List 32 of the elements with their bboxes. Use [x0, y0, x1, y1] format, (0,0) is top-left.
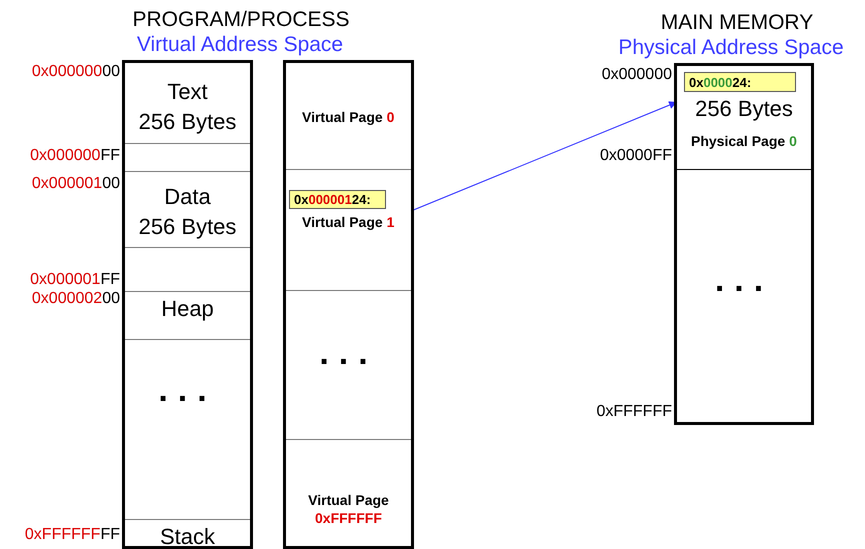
- address-label: 0xFFFFFF: [596, 403, 672, 421]
- page-label: Virtual Page: [308, 491, 389, 510]
- ellipsis: ...: [158, 380, 217, 400]
- address-label: 0x000000: [602, 66, 672, 84]
- address-label: 0x000000FF: [30, 147, 120, 165]
- page-label: Physical Page 0: [690, 133, 798, 150]
- address-label: 0x00000100: [32, 175, 120, 193]
- segment-label: Stack: [160, 523, 216, 549]
- segment-label: Heap: [161, 295, 214, 323]
- segment-label: 256 Bytes: [138, 213, 236, 241]
- page-number: 0xFFFFFF: [314, 510, 382, 527]
- address-box: [289, 190, 386, 209]
- segment-label: 256 Bytes: [138, 108, 236, 136]
- heading: MAIN MEMORY: [660, 11, 814, 35]
- heading: PROGRAM/PROCESS: [132, 8, 350, 32]
- address-label: 0x00000200: [32, 290, 120, 308]
- address-label: 0x00000124:: [294, 192, 372, 207]
- ellipsis: ...: [319, 343, 378, 363]
- page-label: Virtual Page 1: [302, 214, 396, 231]
- address-label: 0x0000FF: [600, 147, 672, 165]
- segment-label: Text: [167, 78, 208, 106]
- address-label: 0x000024:: [689, 74, 753, 90]
- address-label: 0x00000000: [32, 63, 120, 81]
- subheading: Physical Address Space: [618, 36, 844, 60]
- address-box: [684, 72, 796, 92]
- size-label: 256 Bytes: [695, 95, 793, 123]
- address-label: 0xFFFFFFFF: [24, 526, 120, 544]
- page-label: Virtual Page 0: [302, 109, 396, 126]
- ellipsis: ...: [714, 270, 774, 290]
- segment-label: Data: [164, 183, 211, 211]
- subheading: Virtual Address Space: [136, 33, 344, 57]
- address-label: 0x000001FF: [30, 271, 120, 289]
